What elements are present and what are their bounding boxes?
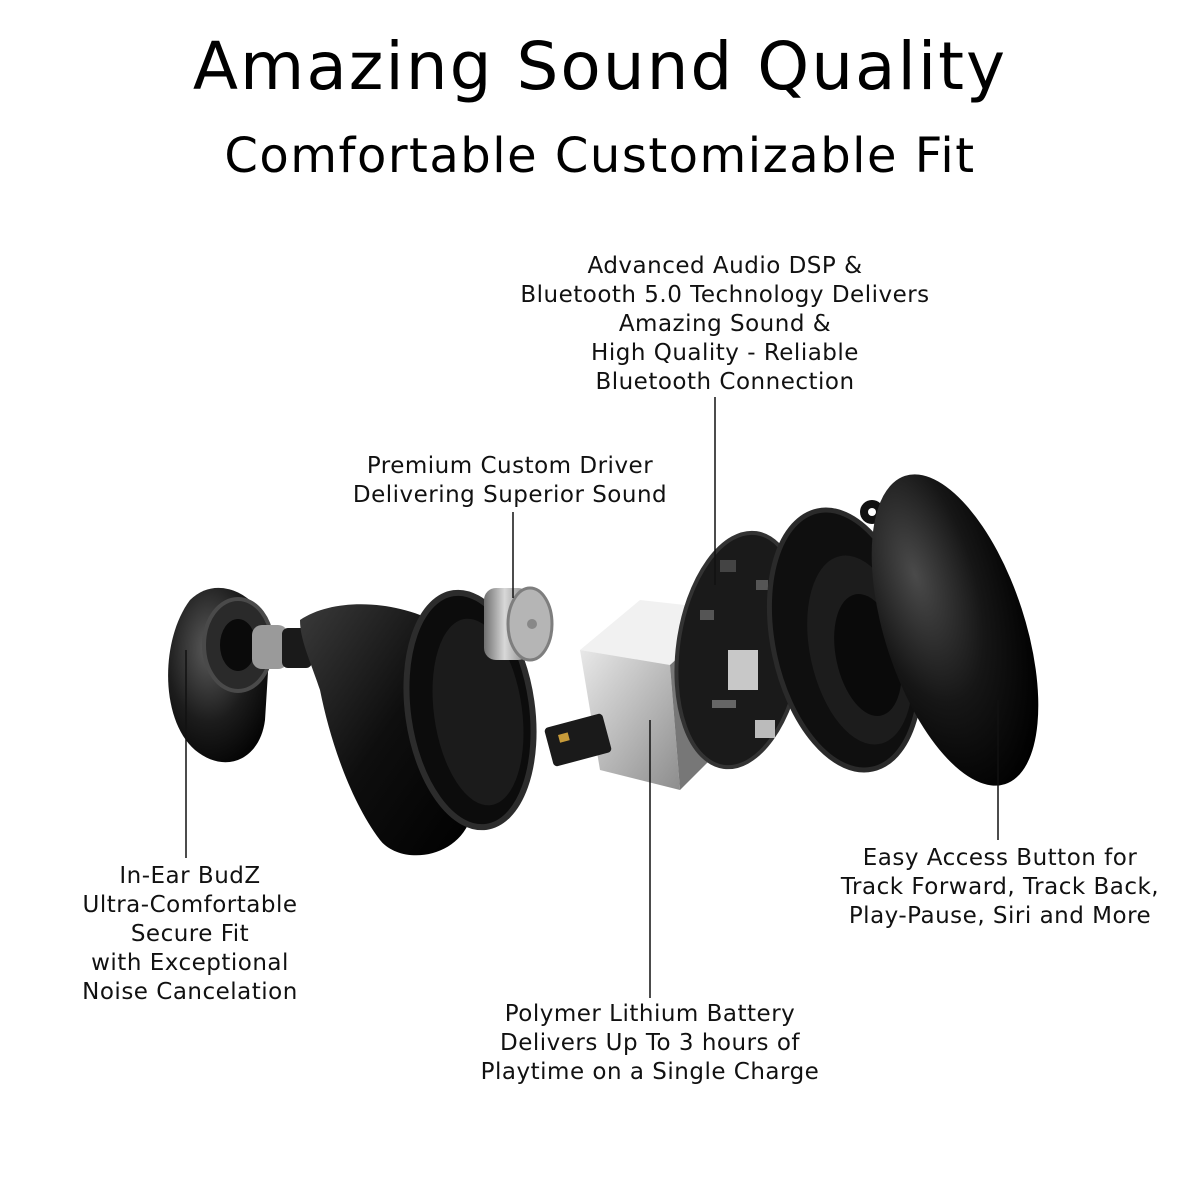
callout-driver: Premium Custom Driver Delivering Superio…	[352, 453, 668, 508]
button-cap	[871, 474, 1039, 786]
page-subtitle: Comfortable Customizable Fit	[224, 128, 976, 184]
page-title: Amazing Sound Quality	[192, 28, 1008, 105]
callout-dsp-bluetooth: Advanced Audio DSP & Bluetooth 5.0 Techn…	[520, 253, 930, 395]
earbud-shell	[300, 589, 537, 856]
callout-battery: Polymer Lithium Battery Delivers Up To 3…	[480, 1001, 820, 1085]
driver	[484, 586, 554, 662]
callout-in-ear-budz: In-Ear BudZ Ultra-Comfortable Secure Fit…	[82, 863, 298, 1005]
callout-access-button: Easy Access Button for Track Forward, Tr…	[840, 845, 1160, 929]
ear-tip	[168, 587, 274, 763]
